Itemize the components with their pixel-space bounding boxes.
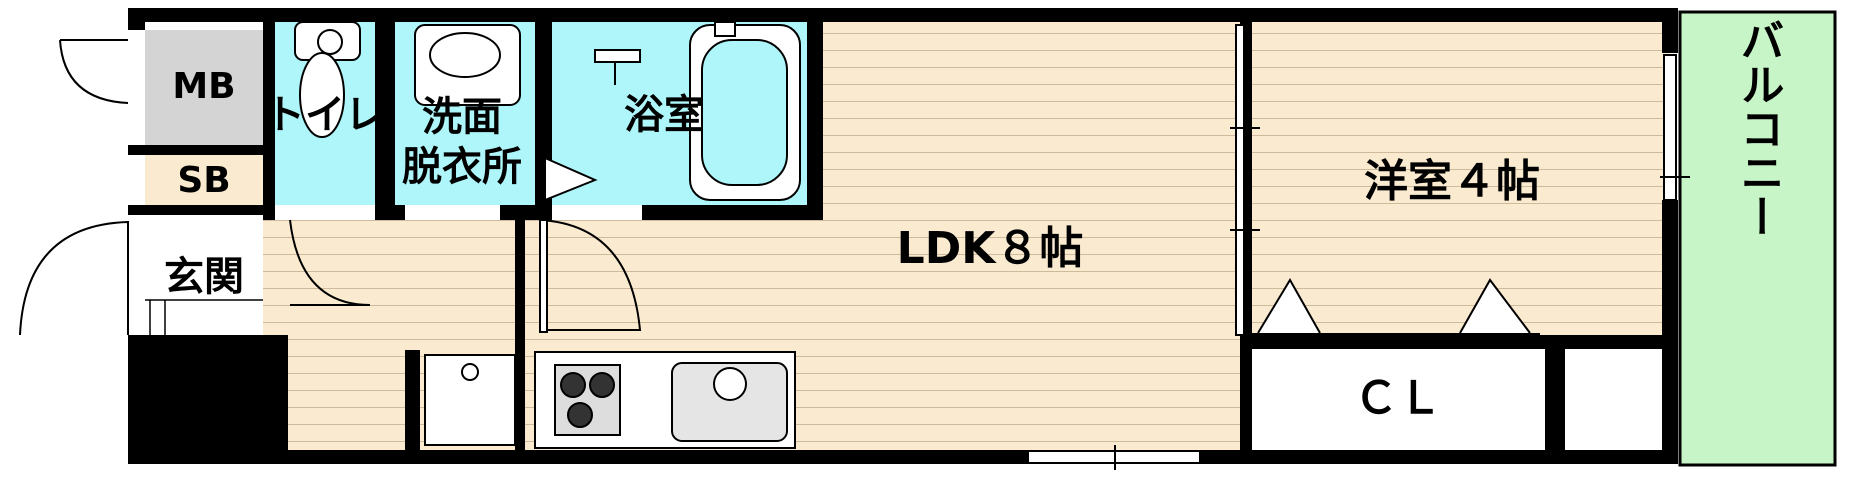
wash-door-swing: [544, 156, 598, 202]
toilet-label: トイレ: [265, 92, 385, 138]
sb-floor: [145, 155, 263, 205]
western-room-label: 洋室４帖: [1364, 156, 1540, 207]
door-openings: [128, 30, 642, 335]
balcony-window: [1660, 54, 1690, 201]
kitchen-counter: [534, 351, 796, 449]
door-swings: [19, 39, 642, 336]
washbasin: [414, 24, 521, 106]
entrance-label: 玄関: [164, 254, 244, 300]
balcony-floor: [1678, 10, 1837, 467]
closet-label: ＣＬ: [1354, 373, 1442, 424]
ldk-label: LDK８帖: [897, 223, 1084, 274]
closet-floor: [1252, 350, 1547, 450]
bottom-window: [1027, 445, 1201, 470]
sliding-door: [1230, 24, 1260, 336]
mb-label: MB: [172, 66, 235, 107]
washroom-label-line2: 脱衣所: [402, 144, 522, 190]
western-room-floor: [1250, 20, 1670, 340]
washer-pan: [424, 354, 516, 446]
walls: [128, 8, 1678, 464]
sb-label: SB: [177, 160, 230, 201]
entrance-step: [145, 299, 263, 335]
washroom-label-line1: 洗面: [422, 94, 502, 140]
closet-doors: [1252, 278, 1540, 335]
mb-floor: [145, 30, 263, 145]
door-glass: [539, 219, 548, 333]
balcony-label: バルコニー: [1733, 18, 1784, 238]
toilet-fixture: [294, 21, 361, 138]
bathroom-label: 浴室: [624, 92, 704, 138]
shower-faucet: [594, 21, 736, 85]
bathtub: [689, 24, 801, 201]
